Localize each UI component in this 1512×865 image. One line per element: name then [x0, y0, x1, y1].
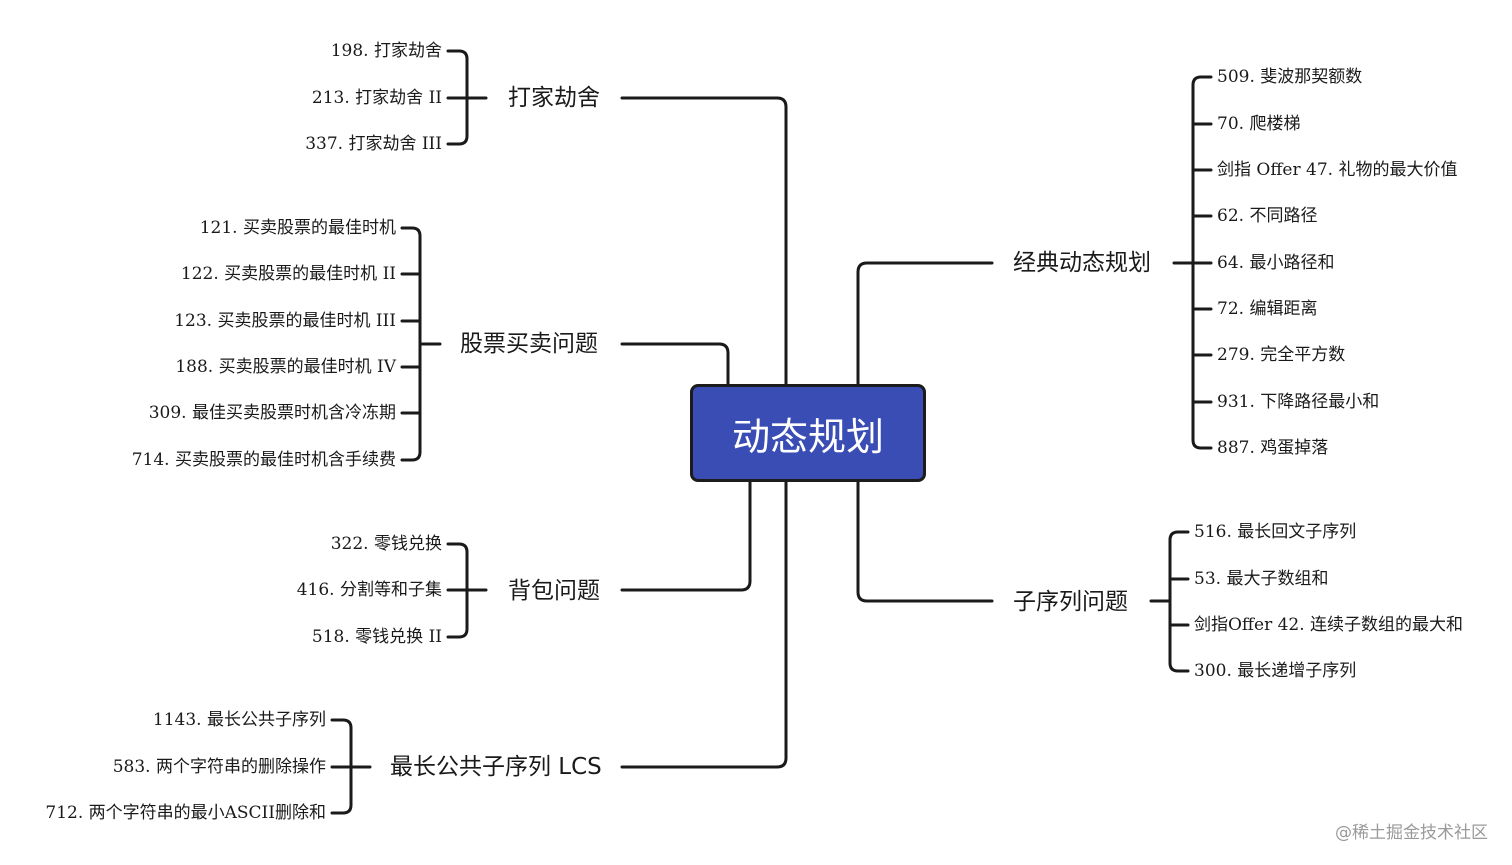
- leaf-item[interactable]: 剑指 Offer 47. 礼物的最大价值: [1217, 160, 1458, 180]
- leaf-item[interactable]: 1143. 最长公共子序列: [152, 710, 326, 730]
- watermark-text: @稀土掘金技术社区: [1335, 823, 1488, 843]
- leaf-item[interactable]: 337. 打家劫舍 III: [305, 134, 442, 154]
- leaf-item[interactable]: 712. 两个字符串的最小ASCII删除和: [45, 803, 326, 823]
- leaf-item[interactable]: 72. 编辑距离: [1217, 299, 1318, 319]
- central-topic[interactable]: 动态规划: [690, 384, 926, 482]
- leaf-item[interactable]: 416. 分割等和子集: [296, 580, 442, 600]
- central-topic-label: 动态规划: [731, 414, 884, 459]
- connector-house-robber: [620, 96, 788, 386]
- leaf-item[interactable]: 516. 最长回文子序列: [1194, 522, 1357, 542]
- leaf-item[interactable]: 322. 零钱兑换: [330, 534, 442, 554]
- branch-stock[interactable]: 股票买卖问题: [460, 331, 598, 357]
- leaf-item[interactable]: 53. 最大子数组和: [1194, 569, 1329, 589]
- leaf-item[interactable]: 188. 买卖股票的最佳时机 IV: [175, 357, 396, 377]
- leaf-item[interactable]: 300. 最长递增子序列: [1194, 661, 1357, 681]
- leaf-item[interactable]: 64. 最小路径和: [1217, 253, 1335, 273]
- leaf-item[interactable]: 123. 买卖股票的最佳时机 III: [174, 311, 396, 331]
- branch-lcs[interactable]: 最长公共子序列 LCS: [390, 754, 602, 780]
- connector-subsequence: [856, 480, 994, 603]
- connector-knapsack: [620, 480, 752, 592]
- leaf-item[interactable]: 309. 最佳买卖股票时机含冷冻期: [148, 403, 396, 423]
- leaf-item[interactable]: 887. 鸡蛋掉落: [1217, 438, 1329, 458]
- leaf-item[interactable]: 121. 买卖股票的最佳时机: [199, 218, 396, 238]
- leaf-item[interactable]: 931. 下降路径最小和: [1217, 392, 1380, 412]
- branch-house-robber[interactable]: 打家劫舍: [508, 85, 600, 111]
- leaf-item[interactable]: 剑指Offer 42. 连续子数组的最大和: [1194, 615, 1464, 635]
- leaf-item[interactable]: 583. 两个字符串的删除操作: [112, 757, 326, 777]
- leaf-item[interactable]: 62. 不同路径: [1217, 206, 1318, 226]
- leaf-item[interactable]: 213. 打家劫舍 II: [311, 88, 442, 108]
- connector-stock: [620, 342, 730, 386]
- leaf-item[interactable]: 509. 斐波那契额数: [1217, 67, 1363, 87]
- connector-classic: [856, 261, 994, 386]
- branch-knapsack[interactable]: 背包问题: [508, 578, 600, 604]
- leaf-item[interactable]: 198. 打家劫舍: [330, 41, 442, 61]
- subsequence-bracket: [1168, 530, 1190, 673]
- leaf-item[interactable]: 70. 爬楼梯: [1217, 114, 1301, 134]
- stock-bracket: [400, 226, 422, 462]
- leaf-item[interactable]: 122. 买卖股票的最佳时机 II: [180, 264, 396, 284]
- branch-classic[interactable]: 经典动态规划: [1013, 250, 1151, 276]
- leaf-item[interactable]: 279. 完全平方数: [1217, 345, 1346, 365]
- branch-subsequence[interactable]: 子序列问题: [1013, 589, 1128, 615]
- connector-lcs: [620, 480, 788, 769]
- leaf-item[interactable]: 518. 零钱兑换 II: [311, 627, 442, 647]
- leaf-item[interactable]: 714. 买卖股票的最佳时机含手续费: [131, 450, 396, 470]
